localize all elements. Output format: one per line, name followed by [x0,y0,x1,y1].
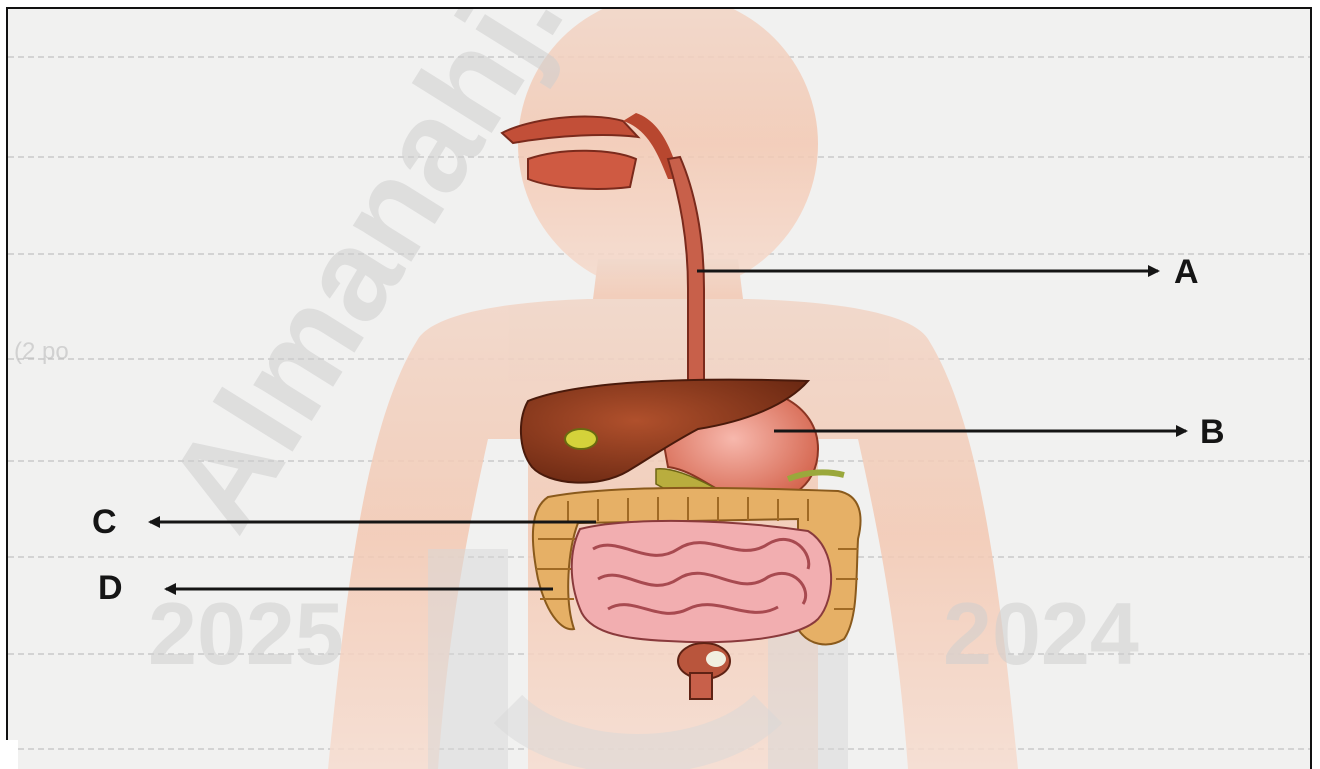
watermark-year-right: 2024 [943,584,1139,683]
gallbladder [565,429,597,449]
small-intestine [572,521,831,642]
margin-note-text: (2 po [14,338,69,365]
watermark-year-left: 2025 [148,584,344,683]
label-b: B [1200,413,1225,451]
digestive-system-diagram: (2 po Almanahj.com/ae 2025 2024 [8,9,1310,769]
label-a: A [1174,253,1199,291]
label-d: D [98,569,123,607]
label-c: C [92,503,117,541]
frame-corner [6,740,18,769]
diagram-frame: (2 po Almanahj.com/ae 2025 2024 [6,7,1312,769]
